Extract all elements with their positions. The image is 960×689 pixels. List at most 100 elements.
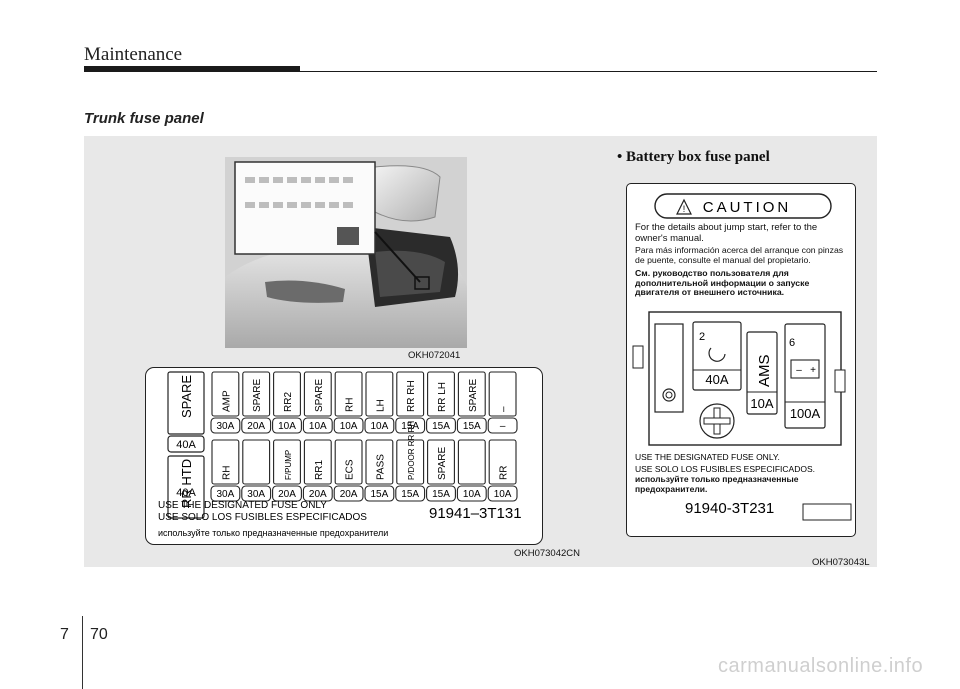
fuse-ams xyxy=(746,331,778,415)
fuse-slot xyxy=(488,439,517,485)
battery-title: • Battery box fuse panel xyxy=(617,149,770,165)
fuse-amp: 10A xyxy=(278,421,296,432)
fuse-amp-box xyxy=(456,417,487,434)
fuse-amp: 15A xyxy=(432,489,450,500)
fuse-amp-box xyxy=(241,417,272,434)
page-chapter: 7 xyxy=(60,626,69,643)
battery-icon xyxy=(790,359,820,379)
header-title: Maintenance xyxy=(84,44,183,65)
fuse-amp-box xyxy=(210,417,241,434)
fuse-amp-box xyxy=(302,417,333,434)
fuse-amp-box xyxy=(487,417,518,434)
fuse-slot xyxy=(396,371,425,417)
battery-notice-es: USE SOLO LOS FUSIBLES ESPECIFICADOS. xyxy=(635,464,815,474)
fuse-label: AMP xyxy=(221,390,232,412)
fuse-label: P/DOOR RR RH xyxy=(407,421,416,480)
fuse-amp-box xyxy=(487,485,518,502)
fuse-amp: 10A xyxy=(494,489,512,500)
fuse-amp-box xyxy=(272,485,302,502)
fuse-amp-box xyxy=(426,485,456,502)
fuse-slot xyxy=(303,439,332,485)
fuse-slot xyxy=(211,439,240,485)
battery-text-es: Para más información acerca del arranque… xyxy=(635,245,844,265)
fuse-slot xyxy=(273,439,301,485)
fuse-amp-box xyxy=(302,485,333,502)
fuse-amp: – xyxy=(500,421,506,432)
fuse-amp-box xyxy=(395,485,426,502)
fuse-amp: 15A xyxy=(463,421,481,432)
fuse-slot xyxy=(427,439,455,485)
fuse-label: SPARE xyxy=(252,379,263,412)
fuse-amp-box xyxy=(456,485,487,502)
battery-text-ru: См. руководство пользователя для дополни… xyxy=(635,268,810,297)
fuse-amp: 10A xyxy=(371,421,389,432)
fuse-slot xyxy=(242,371,271,417)
photo-caption: OKH072041 xyxy=(408,350,461,361)
battery-part-number: 91940-3T231 xyxy=(685,500,774,517)
fuse-slot xyxy=(488,371,517,417)
fuse-amp-box xyxy=(364,417,395,434)
fuse-slot xyxy=(334,439,363,485)
fuse-slot xyxy=(365,371,394,417)
fuse-amp: 10A xyxy=(309,421,327,432)
fuse-amp: 20A xyxy=(340,489,358,500)
watermark: carmanualsonline.info xyxy=(718,655,924,677)
fuse-slot xyxy=(273,371,301,417)
fuse-spare-amp: 40A xyxy=(176,439,196,451)
fuse-slot xyxy=(365,439,394,485)
section-title: Trunk fuse panel xyxy=(84,110,204,127)
battery-notice-ru: используйте только предназначенные предо… xyxy=(635,475,799,494)
svg-text:+: + xyxy=(810,365,816,376)
fuse-amp-box xyxy=(395,417,426,434)
fuse-amp-box xyxy=(241,485,272,502)
fuse-label: F/PUMP xyxy=(284,450,293,480)
battery-text-en: For the details about jump start, refer … xyxy=(635,222,818,244)
fuse-label: RR LH xyxy=(437,382,448,412)
battery-notice-en: USE THE DESIGNATED FUSE ONLY. xyxy=(635,452,780,462)
fuse-rrhtd-label: RR HTD xyxy=(179,459,194,508)
fuse-amp-box xyxy=(210,485,241,502)
fuse-amp-box xyxy=(426,417,456,434)
svg-text:AMS: AMS xyxy=(756,354,773,387)
fuse-label: LH xyxy=(375,399,386,412)
fuse-label: ECS xyxy=(345,459,356,480)
fuse-amp: 10A xyxy=(340,421,358,432)
fuse-slot xyxy=(242,439,271,485)
notice-ru: используйте только предназначенные предо… xyxy=(158,528,388,538)
caution-label: CAUTION xyxy=(703,199,792,216)
fuse-label: SPARE xyxy=(437,447,448,480)
header-rule xyxy=(300,71,877,72)
trunk-caption: OKH073042CN xyxy=(514,548,581,559)
fuse-rrhtd-amp: 40A xyxy=(176,487,196,499)
trunk-part-number: 91941–3T131 xyxy=(429,505,522,522)
fuse-amp: 10A xyxy=(463,489,481,500)
fuse-amp: 15A xyxy=(401,489,419,500)
fuse-amp: 20A xyxy=(247,421,265,432)
fuse-label: RH xyxy=(221,466,232,480)
fuse-label: RR RH xyxy=(406,380,417,412)
fuse-amp: 15A xyxy=(371,489,389,500)
svg-text:–: – xyxy=(796,365,802,376)
fuse-amp: 20A xyxy=(278,489,296,500)
fuse-label: SPARE xyxy=(314,379,325,412)
battery-caption: OKH073043L xyxy=(812,557,870,568)
fuse-label: RH xyxy=(345,398,356,412)
fuse-amp: 20A xyxy=(309,489,327,500)
fuse-slot xyxy=(334,371,363,417)
fuse-slot xyxy=(457,371,486,417)
fuse-amp: 30A xyxy=(217,489,235,500)
fuse-amp-box xyxy=(364,485,395,502)
fuse-spare-40a xyxy=(167,371,205,435)
fuse-amp: 30A xyxy=(217,421,235,432)
fuse-amp: 15A xyxy=(432,421,450,432)
fuse-label: SPARE xyxy=(468,379,479,412)
svg-text:10A: 10A xyxy=(750,396,773,411)
fuse-spare-label: SPARE xyxy=(179,375,194,418)
svg-text:100A: 100A xyxy=(790,406,821,421)
header-bar xyxy=(84,66,300,72)
fuse-amp-box xyxy=(333,417,364,434)
fuse-slot xyxy=(211,371,240,417)
fuse-slot xyxy=(427,371,455,417)
svg-text:2: 2 xyxy=(699,331,705,343)
